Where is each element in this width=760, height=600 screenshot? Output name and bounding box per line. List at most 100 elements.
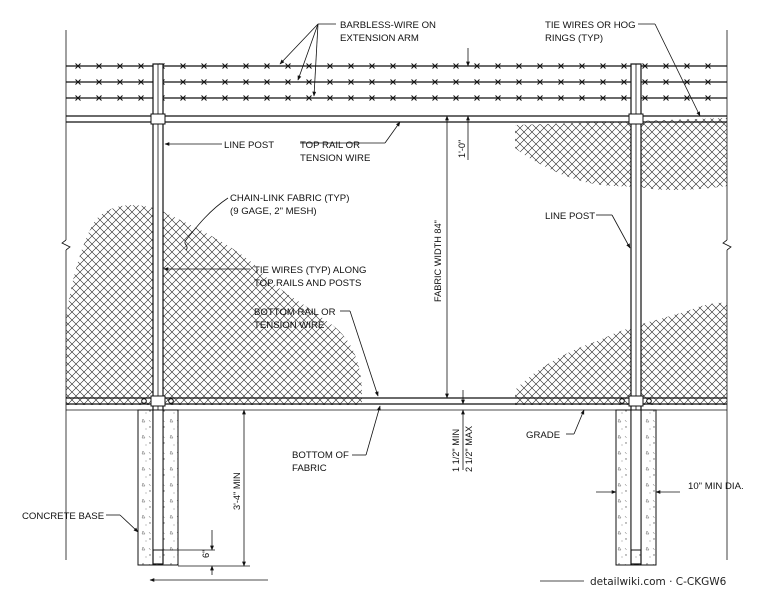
barb-mark (621, 63, 627, 69)
top-rail-label-2: TENSION WIRE (300, 153, 370, 164)
labels: BARBLESS-WIRE ON EXTENSION ARM TIE WIRES… (22, 20, 636, 522)
barb-mark (537, 79, 543, 85)
footer: detailwiki.com · C-CKGW6 (540, 576, 727, 588)
barb-mark (306, 63, 312, 69)
barb-mark (663, 79, 669, 85)
barb-mark (348, 63, 354, 69)
break-lines (61, 30, 732, 560)
barb-mark (201, 63, 207, 69)
barb-mark (264, 79, 270, 85)
barb-mark (705, 79, 711, 85)
depth-dimension: 3'-4" MIN (178, 409, 250, 567)
clearance-dimension: 1 1/2" MIN 2 1/2" MAX (451, 390, 474, 472)
concrete-base-label: CONCRETE BASE (22, 511, 104, 522)
barb-mark (558, 63, 564, 69)
barb-mark (117, 95, 123, 101)
barb-mark (600, 95, 606, 101)
clearance-min-label: 1 1/2" MIN (451, 429, 461, 472)
barb-mark (96, 63, 102, 69)
barb-mark (579, 95, 585, 101)
barb-mark (411, 79, 417, 85)
concrete-base-right (615, 409, 657, 566)
barbed-wires (66, 63, 727, 101)
one-foot-label: 1'-0" (457, 140, 467, 158)
fabric-width-label: FABRIC WIDTH 84" (433, 220, 443, 302)
barb-mark (621, 95, 627, 101)
barb-mark (642, 95, 648, 101)
barb-mark (75, 63, 81, 69)
barbless-wire-label: BARBLESS-WIRE ON (340, 20, 436, 31)
footer-credit: detailwiki.com · C-CKGW6 (590, 576, 727, 588)
barb-mark (432, 63, 438, 69)
barb-mark (117, 63, 123, 69)
barb-mark (663, 95, 669, 101)
barb-mark (558, 95, 564, 101)
min-dia-label: 10" MIN DIA. (688, 481, 744, 492)
chain-link-label: CHAIN-LINK FABRIC (TYP) (230, 193, 349, 204)
barb-mark (138, 95, 144, 101)
barb-mark (96, 95, 102, 101)
top-rail-label: TOP RAIL OR (300, 140, 360, 151)
barb-mark (369, 95, 375, 101)
clearance-max-label: 2 1/2" MAX (464, 426, 474, 472)
barb-mark (285, 79, 291, 85)
line-post-right-label: LINE POST (545, 211, 595, 222)
barb-mark (453, 79, 459, 85)
barb-mark (201, 95, 207, 101)
barb-mark (264, 63, 270, 69)
barb-mark (495, 79, 501, 85)
barb-mark (579, 79, 585, 85)
six-inch-dimension: 6" (149, 530, 268, 582)
barb-mark (432, 95, 438, 101)
barb-mark (348, 95, 354, 101)
barb-mark (306, 95, 312, 101)
tie-wires-hog-label-2: RINGS (TYP) (545, 33, 603, 44)
barb-mark (579, 63, 585, 69)
grade-label: GRADE (526, 430, 560, 441)
barb-mark (222, 63, 228, 69)
barb-mark (327, 79, 333, 85)
fabric-width-dimension: FABRIC WIDTH 84" (433, 115, 470, 399)
barb-mark (285, 95, 291, 101)
barb-mark (75, 79, 81, 85)
barb-mark (474, 95, 480, 101)
barb-mark (201, 79, 207, 85)
barb-mark (390, 63, 396, 69)
bottom-rail (66, 397, 727, 405)
barb-mark (348, 79, 354, 85)
barb-mark (621, 79, 627, 85)
six-inch-label: 6" (201, 550, 211, 558)
chain-link-fabric (66, 118, 727, 405)
bottom-of-fabric-label-2: FABRIC (292, 463, 327, 474)
barb-mark (453, 63, 459, 69)
barb-mark (264, 95, 270, 101)
barb-mark (411, 95, 417, 101)
depth-min-label: 3'-4" MIN (232, 472, 242, 510)
barb-mark (684, 79, 690, 85)
bottom-rail-label-2: TENSION WIRE (254, 320, 324, 331)
barb-mark (516, 95, 522, 101)
barb-mark (180, 79, 186, 85)
barb-mark (243, 63, 249, 69)
barb-mark (600, 63, 606, 69)
barb-mark (138, 79, 144, 85)
barb-mark (285, 63, 291, 69)
barb-mark (390, 95, 396, 101)
barb-mark (600, 79, 606, 85)
barb-mark (663, 63, 669, 69)
barb-mark (96, 79, 102, 85)
barbless-wire-label-2: EXTENSION ARM (340, 33, 419, 44)
barb-mark (537, 63, 543, 69)
barb-mark (495, 63, 501, 69)
barb-mark (222, 95, 228, 101)
concrete-base-left (137, 409, 179, 566)
barb-mark (453, 95, 459, 101)
barb-mark (243, 95, 249, 101)
barb-mark (558, 79, 564, 85)
barb-mark (474, 63, 480, 69)
barb-mark (222, 79, 228, 85)
barb-mark (474, 79, 480, 85)
one-foot-dimension: 1'-0" (457, 48, 470, 160)
barb-mark (705, 95, 711, 101)
